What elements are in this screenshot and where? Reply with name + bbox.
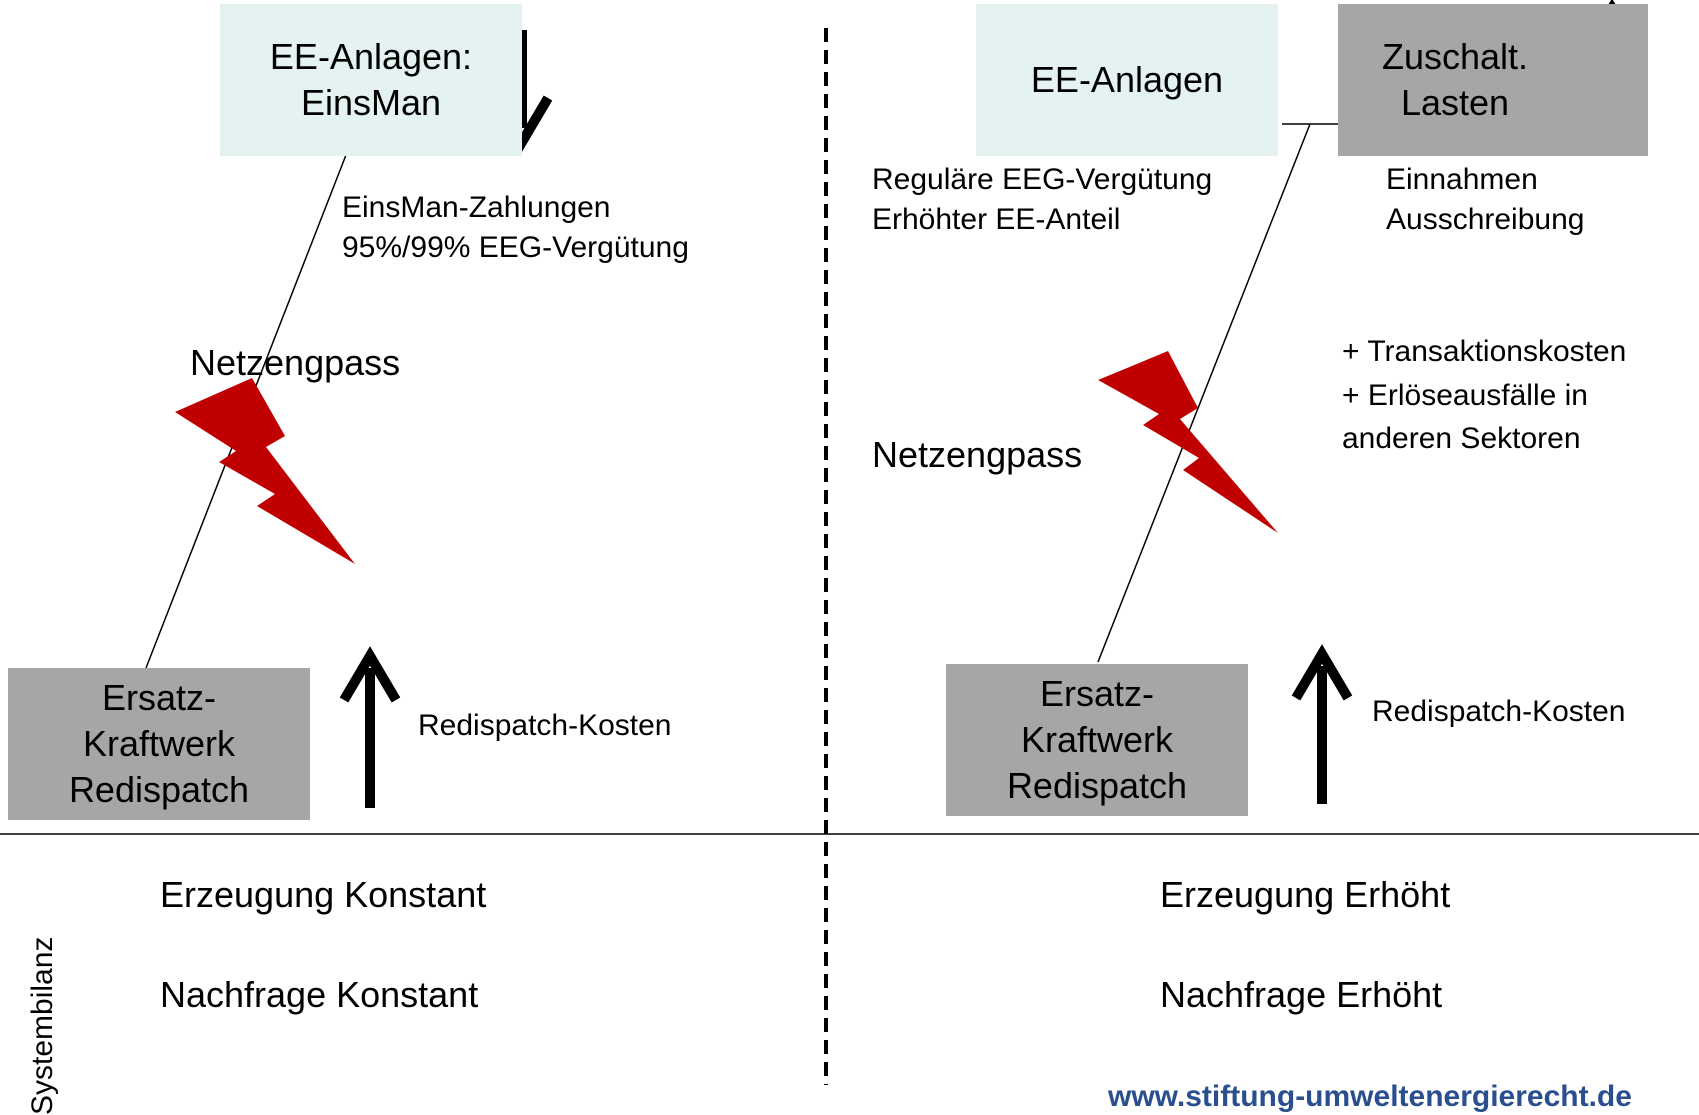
redispatch-costs-label: Redispatch-Kosten bbox=[418, 709, 672, 742]
website-link[interactable]: www.stiftung-umweltenergierecht.de bbox=[1108, 1080, 1632, 1113]
grid-congestion-label: Netzengpass bbox=[872, 434, 1083, 475]
generation-increased-label: Erzeugung Erhöht bbox=[1160, 874, 1451, 915]
arrow-up-icon bbox=[1291, 644, 1353, 804]
einsman-payments-label: EinsMan-Zahlungen 95%/99% EEG-Vergütung bbox=[342, 191, 689, 264]
ee-effects-label: Reguläre EEG-Vergütung Erhöhter EE-Antei… bbox=[872, 163, 1213, 236]
ee-plants-box: EE-Anlagen bbox=[976, 4, 1278, 156]
lightning-icon-right bbox=[1098, 351, 1278, 533]
arrow-up-icon bbox=[339, 646, 401, 808]
switchable-loads-box: Zuschalt. Lasten bbox=[1338, 4, 1648, 156]
tender-revenue-label: Einnahmen Ausschreibung bbox=[1386, 163, 1585, 236]
grid-congestion-label: Netzengpass bbox=[190, 342, 401, 383]
lightning-icon-left bbox=[175, 378, 355, 564]
redispatch-costs-label: Redispatch-Kosten bbox=[1372, 695, 1626, 728]
ee-plants-einsman-box: EE-Anlagen: EinsMan bbox=[220, 4, 522, 156]
demand-constant-label: Nachfrage Konstant bbox=[160, 974, 479, 1015]
demand-increased-label: Nachfrage Erhöht bbox=[1160, 974, 1443, 1015]
system-balance-label: Systembilanz bbox=[26, 936, 59, 1115]
replacement-plant-box: Ersatz- Kraftwerk Redispatch bbox=[946, 664, 1248, 816]
right-connection-line bbox=[1097, 123, 1311, 663]
replacement-plant-box: Ersatz- Kraftwerk Redispatch bbox=[8, 668, 310, 820]
additional-costs-label: + Transaktionskosten + Erlöseausfälle in… bbox=[1342, 335, 1627, 455]
generation-constant-label: Erzeugung Konstant bbox=[160, 874, 487, 915]
